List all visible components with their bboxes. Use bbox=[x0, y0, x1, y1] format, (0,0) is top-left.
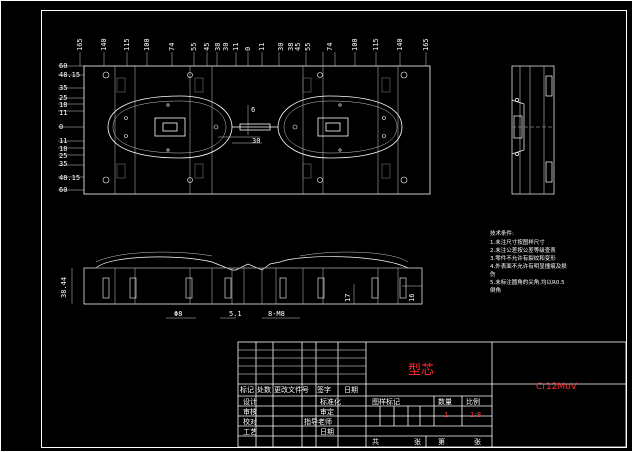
left-dim-1: 48.15 bbox=[59, 71, 80, 79]
left-dim-0: 60 bbox=[59, 62, 67, 70]
top-dim-8: 30 bbox=[222, 43, 230, 51]
sheet-no-unit: 张 bbox=[474, 437, 481, 446]
top-dim-12: 30 bbox=[277, 43, 285, 51]
plan-outline bbox=[83, 65, 431, 195]
rev-header-doc: 更改文件号 bbox=[274, 385, 309, 394]
left-dim-10: 35 bbox=[59, 160, 67, 168]
top-dim-15: 55 bbox=[304, 43, 312, 51]
left-dim-11: 48.15 bbox=[59, 174, 80, 182]
note-line-1: 1.未注尺寸按图样尺寸 bbox=[490, 238, 545, 246]
technical-notes: 技术条件: 1.未注尺寸按图样尺寸 2.未注公差按公差等级查表 3.零件不允许有… bbox=[490, 229, 567, 294]
front-thread-dim: 8-M8 bbox=[268, 310, 285, 318]
material-label: Cr12MoV bbox=[536, 382, 578, 392]
top-dim-2: 115 bbox=[123, 38, 131, 51]
plan-left-dims: 60 48.15 35 25 18 11 0 11 18 25 35 48.15… bbox=[59, 62, 80, 194]
left-dim-12: 60 bbox=[59, 186, 67, 194]
front-depth-a: 17 bbox=[344, 294, 352, 302]
left-dim-5: 11 bbox=[59, 109, 67, 117]
top-dim-0: 165 bbox=[76, 38, 84, 51]
row-1-left: 设计 bbox=[243, 397, 257, 406]
top-dim-13: 38 bbox=[287, 43, 295, 51]
left-dim-7: 11 bbox=[59, 137, 67, 145]
note-line-3: 3.零件不允许有裂纹和变形 bbox=[490, 254, 556, 262]
plan-width-dim: 30 bbox=[252, 137, 260, 145]
top-dim-18: 115 bbox=[372, 38, 380, 51]
side-view bbox=[511, 65, 555, 195]
note-line-7: 倒角 bbox=[490, 286, 501, 294]
top-dim-9: 11 bbox=[232, 43, 240, 51]
left-dim-9: 25 bbox=[59, 152, 67, 160]
front-outline bbox=[83, 256, 423, 305]
top-dim-10: 0 bbox=[244, 47, 252, 51]
top-dim-6: 45 bbox=[203, 43, 211, 51]
left-dim-2: 35 bbox=[59, 84, 67, 92]
left-dim-8: 18 bbox=[59, 145, 67, 153]
row-2-mid: 审定 bbox=[320, 407, 334, 416]
left-dim-4: 18 bbox=[59, 101, 67, 109]
top-dim-3: 100 bbox=[143, 38, 151, 51]
note-line-6: 5.未标注圆角的尖角,均以R0.5 bbox=[490, 278, 565, 286]
top-dim-11: 11 bbox=[258, 43, 266, 51]
row-1-mid: 标准化 bbox=[320, 397, 341, 406]
sheets-total-label: 共 bbox=[372, 437, 379, 446]
plan-view bbox=[58, 52, 431, 195]
rev-header-sign: 签字 bbox=[317, 385, 331, 394]
top-dim-5: 55 bbox=[190, 43, 198, 51]
front-hole-dim: Φ8 bbox=[174, 310, 182, 318]
note-line-5: 伤 bbox=[490, 270, 496, 278]
scale-value: 1:8 bbox=[470, 411, 481, 419]
scale-label: 比例 bbox=[466, 397, 480, 406]
title-block bbox=[237, 341, 627, 448]
top-dim-16: 74 bbox=[326, 43, 334, 51]
front-gap-dim: 5.1 bbox=[229, 310, 242, 318]
plan-top-dims: 165 140 115 100 74 55 45 38 30 11 0 11 3… bbox=[76, 38, 430, 51]
rev-header-date: 日期 bbox=[344, 386, 358, 394]
top-dim-17: 100 bbox=[351, 38, 359, 51]
row-4-left: 工艺 bbox=[243, 428, 257, 436]
front-height-dim: 38.44 bbox=[60, 277, 68, 298]
note-line-4: 4.外表面不允许有明显撞痕及损 bbox=[490, 262, 567, 270]
qty-value: 1 bbox=[444, 411, 448, 419]
top-dim-20: 165 bbox=[422, 38, 430, 51]
top-dim-19: 140 bbox=[396, 38, 404, 51]
plan-dim-guides bbox=[58, 52, 427, 191]
top-dim-4: 74 bbox=[168, 43, 176, 51]
front-depth-b: 16 bbox=[408, 294, 416, 302]
top-dim-1: 140 bbox=[100, 38, 108, 51]
row-3-mid: 指导老师 bbox=[304, 417, 332, 426]
row-3-left: 校对 bbox=[243, 417, 257, 426]
left-dim-6: 0 bbox=[59, 123, 63, 131]
front-view bbox=[71, 251, 423, 319]
qty-label: 数量 bbox=[438, 397, 452, 406]
stage-label: 图样标记 bbox=[372, 397, 400, 406]
rev-header-mark: 标记 bbox=[240, 385, 254, 394]
plan-cavity-right bbox=[277, 95, 403, 159]
top-dim-14: 45 bbox=[294, 43, 302, 51]
notes-heading: 技术条件: bbox=[490, 229, 514, 237]
note-line-2: 2.未注公差按公差等级查表 bbox=[490, 246, 556, 254]
sheets-total-unit: 张 bbox=[414, 437, 421, 446]
row-4-mid: 日期 bbox=[320, 428, 334, 436]
rev-header-count: 处数 bbox=[257, 385, 271, 394]
sheet-no-label: 第 bbox=[438, 437, 445, 446]
part-name: 型芯 bbox=[408, 363, 434, 378]
row-2-left: 审核 bbox=[243, 407, 257, 416]
left-dim-3: 25 bbox=[59, 94, 67, 102]
top-dim-7: 38 bbox=[214, 43, 222, 51]
drawing-frame bbox=[41, 10, 627, 448]
plan-small-dim: 6 bbox=[251, 106, 255, 114]
